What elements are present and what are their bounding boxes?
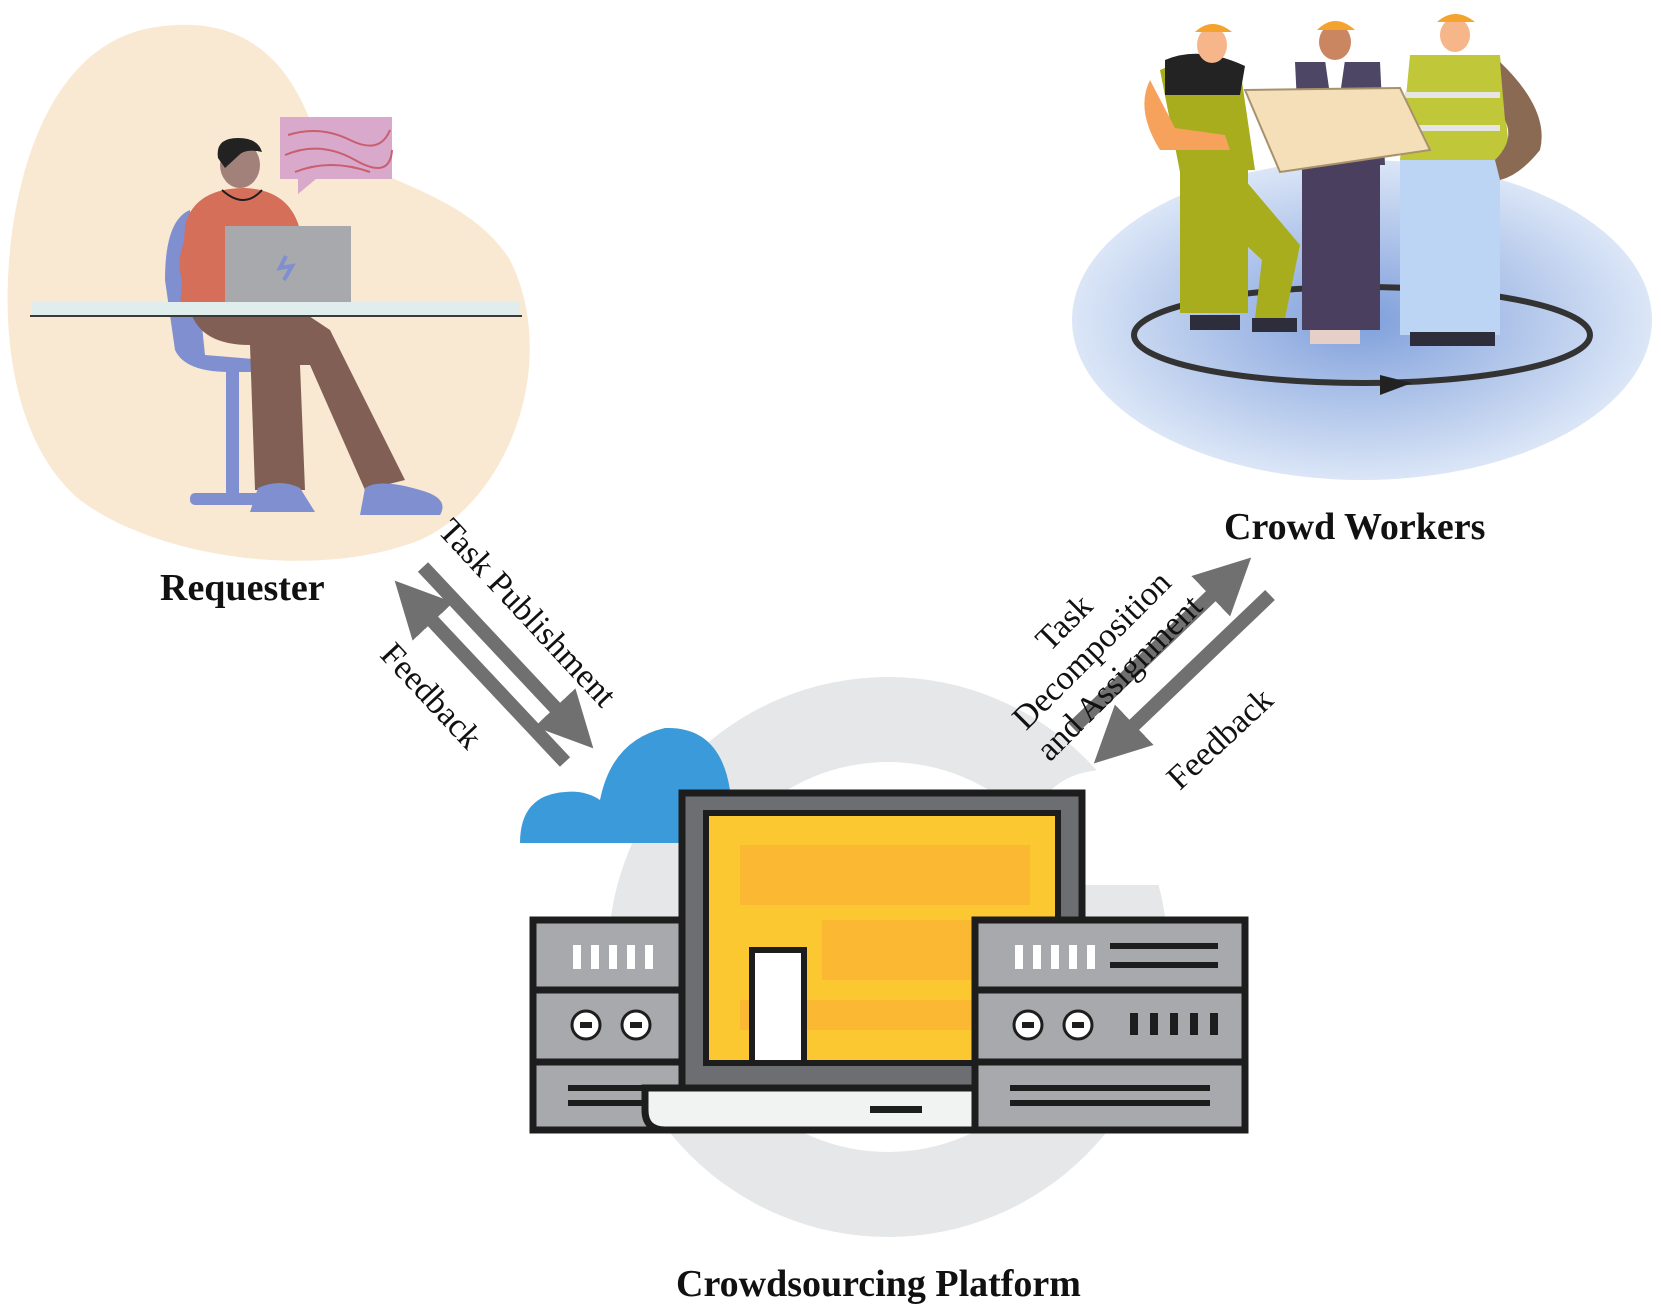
- platform-illustration: [520, 677, 1249, 1237]
- blueprint-icon: [1243, 86, 1432, 174]
- requester-label: Requester: [160, 567, 325, 609]
- speech-bubble-icon: [280, 117, 393, 194]
- desk: [32, 302, 520, 316]
- arrow-task-assignment: [1068, 557, 1252, 734]
- laptop-icon: [225, 226, 351, 308]
- arrow-feedback-requester: [394, 580, 571, 767]
- requester-illustration: [7, 24, 530, 561]
- arrow-feedback-workers: [1093, 589, 1275, 764]
- right-server-icon: [971, 916, 1249, 1134]
- platform-label: Crowdsourcing Platform: [676, 1263, 1081, 1305]
- blue-cloud-icon: [520, 727, 730, 843]
- worker-3-icon: [1400, 14, 1542, 346]
- crowd-workers-label: Crowd Workers: [1224, 506, 1486, 548]
- crowd-workers-illustration: [1072, 14, 1652, 480]
- worker-2-icon: [1295, 21, 1385, 344]
- worker-1-icon: [1144, 24, 1300, 332]
